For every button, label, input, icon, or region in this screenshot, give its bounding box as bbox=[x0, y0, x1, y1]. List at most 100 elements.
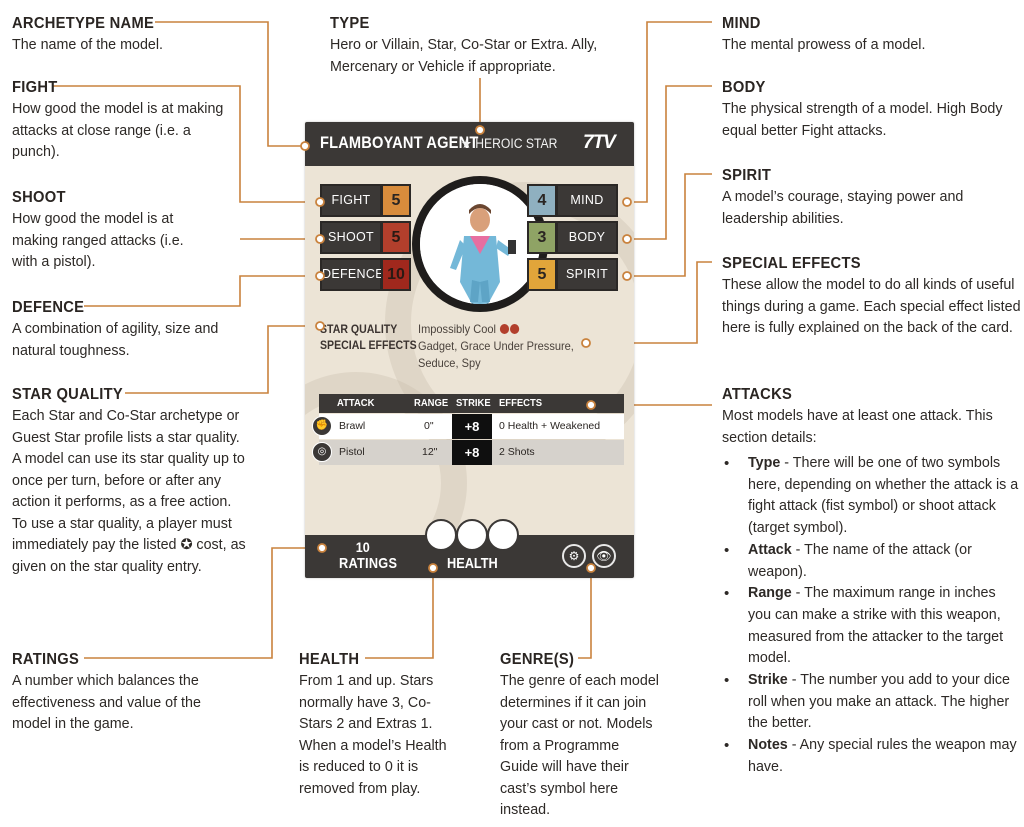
special-effects-line: Seduce, Spy bbox=[418, 356, 481, 370]
health-circle bbox=[425, 519, 457, 551]
annotation-text: How good the model is at making attacks … bbox=[12, 101, 224, 160]
stat-label-body: BODY bbox=[556, 221, 618, 254]
annotation-title: SPECIAL EFFECTS bbox=[722, 255, 861, 272]
annotation-archetype-name: ARCHETYPE NAME The name of the model. bbox=[12, 14, 252, 57]
annotation-genres: GENRE(S) The genre of each model determi… bbox=[500, 650, 660, 822]
bullet-item: Strike - The number you add to your dice… bbox=[722, 670, 1022, 735]
annotation-title: DEFENCE bbox=[12, 299, 85, 316]
annotation-title: SHOOT bbox=[12, 189, 66, 206]
annotation-title: FIGHT bbox=[12, 79, 58, 96]
annotation-title: STAR QUALITY bbox=[12, 386, 123, 403]
attacks-bullet-list: Type - There will be one of two symbols … bbox=[722, 453, 1022, 779]
attack-effects: 0 Health + Weakened bbox=[499, 420, 601, 432]
star-pip-icon bbox=[499, 324, 510, 334]
stat-label-fight: FIGHT bbox=[320, 184, 382, 217]
bullet-text: - The number you add to your dice roll w… bbox=[748, 672, 1011, 732]
special-effects-line: Gadget, Grace Under Pressure, bbox=[418, 339, 574, 353]
agent-figure-image bbox=[420, 184, 540, 304]
annotation-title: BODY bbox=[722, 79, 766, 96]
attack-range: 0" bbox=[424, 420, 434, 432]
stat-label-shoot: SHOOT bbox=[320, 221, 382, 254]
annotation-shoot: SHOOT How good the model is at making ra… bbox=[12, 188, 212, 274]
bullet-text: - There will be one of two symbols here,… bbox=[748, 455, 1019, 537]
annotation-star-quality: STAR QUALITY Each Star and Co-Star arche… bbox=[12, 385, 250, 578]
stat-label-defence: DEFENCE bbox=[320, 258, 384, 291]
annotation-text: Each Star and Co-Star archetype or Guest… bbox=[12, 408, 246, 575]
attack-row-pistol: ◎ Pistol 12" +8 2 Shots bbox=[312, 440, 624, 465]
health-circle bbox=[456, 519, 488, 551]
annotation-type: TYPE Hero or Villain, Star, Co-Star or E… bbox=[330, 14, 630, 78]
star-pip-icon bbox=[510, 324, 520, 334]
annotation-title: SPIRIT bbox=[722, 167, 772, 184]
annotation-ratings: RATINGS A number which balances the effe… bbox=[12, 650, 237, 736]
annotation-title: HEALTH bbox=[299, 651, 360, 668]
attack-name: Pistol bbox=[339, 446, 365, 458]
attack-strike: +8 bbox=[452, 414, 492, 439]
genre-gear-icon: ⚙ bbox=[562, 544, 586, 568]
attack-range: 12" bbox=[422, 446, 438, 458]
health-label: HEALTH bbox=[447, 555, 498, 572]
annotation-text: The physical strength of a model. High B… bbox=[722, 101, 1003, 139]
bullet-term: Range bbox=[748, 585, 792, 602]
col-attack: ATTACK bbox=[337, 397, 375, 409]
bullet-item: Type - There will be one of two symbols … bbox=[722, 453, 1022, 540]
attack-name: Brawl bbox=[339, 420, 366, 432]
annotation-text: How good the model is at making ranged a… bbox=[12, 211, 184, 270]
annotation-body: BODY The physical strength of a model. H… bbox=[722, 78, 1012, 142]
annotation-title: MIND bbox=[722, 15, 761, 32]
genre-eye-icon: 👁 bbox=[592, 544, 616, 568]
bullet-term: Notes bbox=[748, 737, 788, 754]
attack-table-header: ATTACK RANGE STRIKE EFFECTS bbox=[319, 394, 624, 413]
annotation-text: Most models have at least one attack. Th… bbox=[722, 408, 993, 446]
fist-icon: ✊ bbox=[312, 416, 332, 436]
col-strike: STRIKE bbox=[456, 397, 491, 409]
bullet-text: - The name of the attack (or weapon). bbox=[748, 541, 972, 580]
annotation-text: A number which balances the effectivenes… bbox=[12, 673, 201, 732]
bullet-item: Notes - Any special rules the weapon may… bbox=[722, 735, 1022, 778]
annotation-text: The name of the model. bbox=[12, 37, 163, 53]
annotation-title: ARCHETYPE NAME bbox=[12, 15, 155, 32]
annotation-defence: DEFENCE A combination of agility, size a… bbox=[12, 298, 232, 362]
stat-value-shoot: 5 bbox=[381, 221, 411, 254]
annotation-title: ATTACKS bbox=[722, 386, 793, 403]
card-header: FLAMBOYANT AGENT ★ HEROIC STAR 7TV bbox=[305, 122, 634, 166]
stat-value-mind: 4 bbox=[527, 184, 557, 217]
annotation-title: GENRE(S) bbox=[500, 651, 575, 668]
star-cost-icons bbox=[499, 321, 520, 338]
character-card: FLAMBOYANT AGENT ★ HEROIC STAR 7TV FIGHT… bbox=[305, 122, 634, 578]
annotation-fight: FIGHT How good the model is at making at… bbox=[12, 78, 237, 164]
target-icon: ◎ bbox=[312, 442, 332, 462]
model-portrait bbox=[412, 176, 548, 312]
col-range: RANGE bbox=[414, 397, 449, 409]
annotation-title: RATINGS bbox=[12, 651, 80, 668]
star-quality-value: Impossibly Cool bbox=[418, 322, 496, 336]
rating-value: 10 bbox=[355, 539, 370, 555]
stat-value-spirit: 5 bbox=[527, 258, 557, 291]
annotation-text: These allow the model to do all kinds of… bbox=[722, 277, 1021, 336]
annotation-health: HEALTH From 1 and up. Stars normally hav… bbox=[299, 650, 449, 800]
star-quality-details: Impossibly Cool Gadget, Grace Under Pres… bbox=[418, 321, 574, 372]
bullet-item: Range - The maximum range in inches you … bbox=[722, 583, 1022, 670]
star-quality-heading: STAR QUALITY SPECIAL EFFECTS bbox=[320, 321, 417, 353]
attack-effects: 2 Shots bbox=[499, 446, 535, 458]
bullet-text: - Any special rules the weapon may have. bbox=[748, 737, 1017, 775]
annotation-special-effects: SPECIAL EFFECTS These allow the model to… bbox=[722, 254, 1022, 340]
card-footer: 10 RATINGS HEALTH ⚙ 👁 bbox=[305, 519, 634, 578]
bullet-term: Strike bbox=[748, 672, 788, 689]
annotation-spirit: SPIRIT A model’s courage, staying power … bbox=[722, 166, 1012, 230]
card-class: ★ HEROIC STAR bbox=[461, 136, 558, 151]
annotation-text: The genre of each model determines if it… bbox=[500, 673, 659, 818]
annotation-text: From 1 and up. Stars normally have 3, Co… bbox=[299, 673, 447, 797]
star-quality-label: STAR QUALITY bbox=[320, 322, 398, 336]
bullet-term: Attack bbox=[748, 541, 792, 558]
brand-logo: 7TV bbox=[583, 132, 616, 153]
stat-value-body: 3 bbox=[527, 221, 557, 254]
special-effects-label: SPECIAL EFFECTS bbox=[320, 338, 417, 352]
card-name: FLAMBOYANT AGENT bbox=[320, 133, 479, 152]
stat-value-defence: 10 bbox=[381, 258, 411, 291]
attack-row-brawl: ✊ Brawl 0" +8 0 Health + Weakened bbox=[312, 414, 624, 439]
rating-label: RATINGS bbox=[339, 555, 398, 572]
annotation-text: A model’s courage, staying power and lea… bbox=[722, 189, 964, 227]
annotation-title: TYPE bbox=[330, 15, 370, 32]
col-effects: EFFECTS bbox=[499, 397, 543, 409]
